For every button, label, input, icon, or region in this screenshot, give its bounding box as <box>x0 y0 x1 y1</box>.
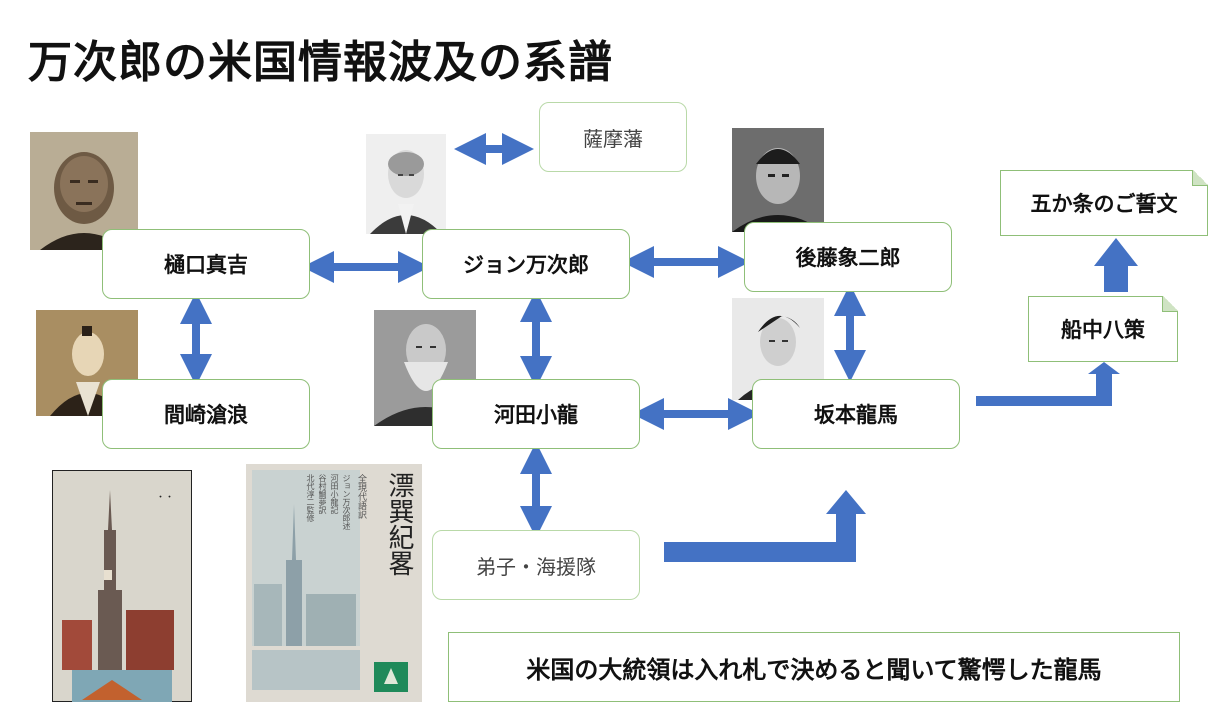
node-satsuma: 薩摩藩 <box>539 102 687 172</box>
book-cover-line: 谷村鯛夢訳 <box>318 474 327 514</box>
node-higuchi: 樋口真吉 <box>102 229 310 299</box>
woodblock-illustration: ・・ <box>52 470 192 702</box>
node-goto: 後藤象二郎 <box>744 222 952 292</box>
book-title: 漂巽紀畧 <box>384 472 414 576</box>
book-cover-line: 北代淳二監修 <box>306 474 315 522</box>
book-cover-line: 全現代語訳 <box>356 474 366 519</box>
node-mazaki: 間崎滄浪 <box>102 379 310 449</box>
caption-box: 米国の大統領は入れ札で決めると聞いて驚愕した龍馬 <box>448 632 1180 702</box>
portrait-higuchi <box>30 132 138 250</box>
arrow-senchu-gokajo <box>1094 238 1138 292</box>
node-gokajo: 五か条のご誓文 <box>1000 170 1208 236</box>
node-deshi: 弟子・海援隊 <box>432 530 640 600</box>
folded-corner-icon <box>1162 296 1178 312</box>
book-cover-line: ジョン万次郎述 <box>342 474 351 530</box>
arrow-sakamoto-senchu <box>976 362 1120 406</box>
node-senchu: 船中八策 <box>1028 296 1178 362</box>
portrait-john <box>366 134 446 234</box>
arrow-deshi-sakamoto <box>664 490 866 562</box>
book-cover: 漂巽紀畧 全現代語訳 ジョン万次郎述 河田小龍記 谷村鯛夢訳 北代淳二監修 <box>246 464 422 702</box>
node-gokajo-label: 五か条のご誓文 <box>1030 192 1178 216</box>
node-senchu-label: 船中八策 <box>1061 318 1145 342</box>
node-sakamoto: 坂本龍馬 <box>752 379 960 449</box>
node-kawada: 河田小龍 <box>432 379 640 449</box>
folded-corner-icon <box>1192 170 1208 186</box>
page-title: 万次郎の米国情報波及の系譜 <box>28 37 613 88</box>
portrait-goto <box>732 128 824 232</box>
node-john: ジョン万次郎 <box>422 229 630 299</box>
book-cover-line: 河田小龍記 <box>330 474 339 514</box>
svg-text:・・: ・・ <box>156 493 174 503</box>
